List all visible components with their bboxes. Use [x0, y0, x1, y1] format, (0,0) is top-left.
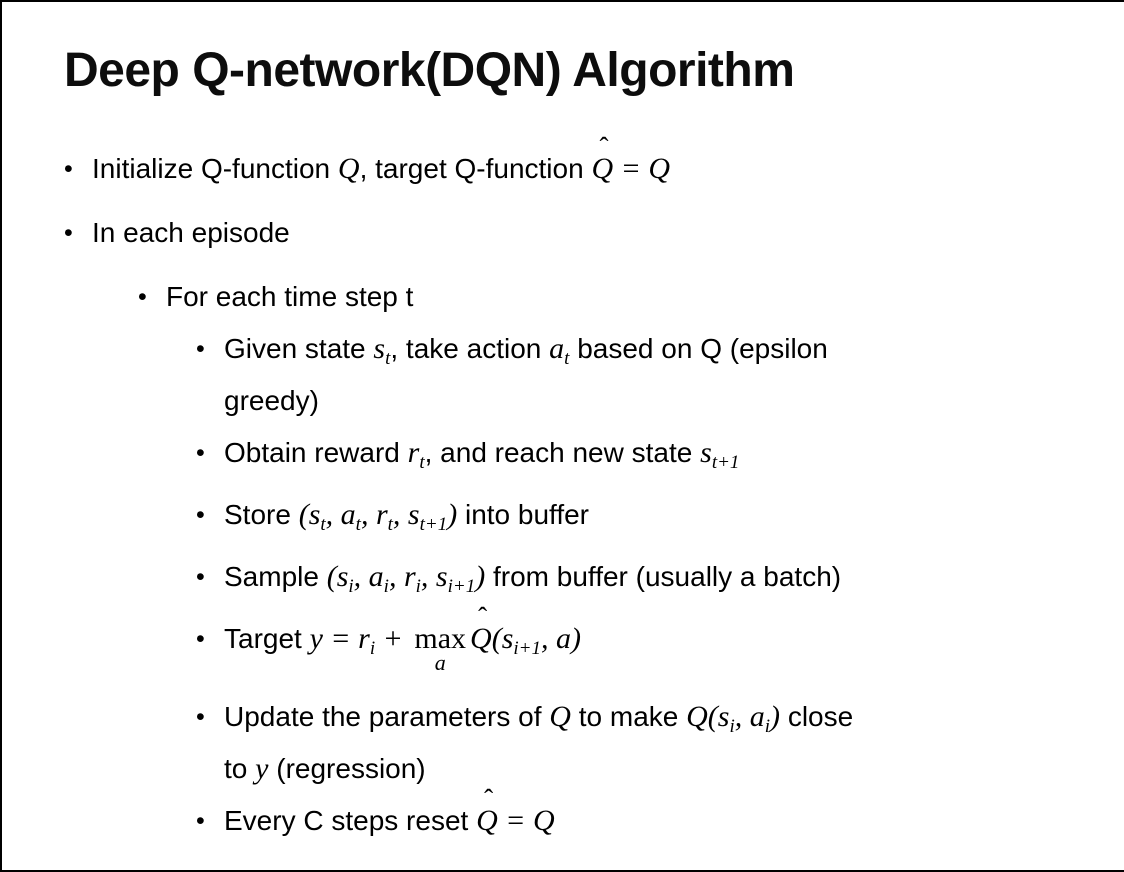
text-segment: , take action: [390, 332, 550, 364]
math-segment: (s: [491, 621, 514, 655]
math-segment: y = r: [309, 621, 370, 655]
math-segment: i: [764, 715, 771, 737]
math-segment: , a): [540, 621, 581, 655]
math-segment: s: [373, 331, 386, 365]
math-segment: t: [385, 347, 391, 369]
text-segment: Update the parameters of: [224, 700, 550, 732]
math-segment: , r: [360, 497, 388, 531]
bullet-text: Sample (si, ai, ri, si+1) from buffer (u…: [224, 556, 841, 608]
bullet-text: In each episode: [92, 212, 290, 254]
bullet-icon: •: [196, 562, 205, 591]
math-segment: Q(s: [686, 699, 730, 733]
text-segment: Target: [224, 622, 310, 654]
bullet-icon: •: [196, 624, 205, 653]
text-segment: to: [224, 752, 256, 784]
text-segment: to make: [570, 700, 687, 732]
math-segment: , r: [388, 559, 416, 593]
text-segment: into buffer: [457, 498, 589, 530]
math-segment: a: [549, 331, 565, 365]
math-segment: , a: [734, 699, 765, 733]
bullet-item: • In each episode: [2, 212, 1124, 254]
text-segment: Obtain reward: [224, 436, 408, 468]
bullet-icon: •: [196, 500, 205, 529]
math-segment: i: [383, 575, 389, 597]
math-segment: i: [369, 637, 376, 659]
math-segment: = Q: [497, 803, 555, 837]
math-segment: ): [475, 559, 486, 593]
bullet-text: Obtain reward rt, and reach new state st…: [224, 432, 739, 484]
slide-title: Deep Q-network(DQN) Algorithm: [64, 44, 795, 97]
bullet-list: •Initialize Q-function Q, target Q-funct…: [2, 131, 1124, 842]
math-segment: i: [348, 575, 354, 597]
text-segment: Store: [224, 498, 299, 530]
math-segment: , a: [325, 497, 356, 531]
math-segment: r: [407, 435, 420, 469]
bullet-item: •Given state st, take action at based on…: [2, 328, 1124, 422]
bullet-item: • Initialize Q-function Q, target Q-funct…: [2, 131, 1124, 190]
text-segment: For each time step t: [166, 280, 414, 312]
text-segment: greedy): [224, 384, 319, 416]
bullet-icon: •: [196, 806, 205, 835]
math-segment: +: [375, 621, 411, 655]
text-segment: (regression): [268, 752, 426, 784]
bullet-text: Given state st, take action at based on …: [224, 328, 828, 422]
text-segment: close: [780, 700, 854, 732]
text-segment: Every C steps reset: [224, 804, 477, 836]
bullet-item: •Store (st, at, rt, st+1) into buffer: [2, 494, 1124, 546]
math-segment: t+1: [419, 513, 448, 535]
text-segment: Sample: [224, 560, 327, 592]
math-segment: ): [447, 497, 458, 531]
math-segment: = Q: [613, 151, 671, 185]
text-segment: Given state: [224, 332, 374, 364]
bullet-text: For each time step t: [166, 276, 413, 318]
bullet-item: •Sample (si, ai, ri, si+1) from buffer (…: [2, 556, 1124, 608]
bullet-text: Update the parameters of Q to make Q(si,…: [224, 696, 853, 790]
math-segment: t+1: [711, 451, 740, 473]
math-segment: , s: [392, 497, 420, 531]
bullet-text: Store (st, at, rt, st+1) into buffer: [224, 494, 589, 546]
math-segment: t: [355, 513, 361, 535]
math-segment: t: [419, 451, 425, 473]
math-segment: s: [700, 435, 712, 469]
bullet-icon: •: [196, 438, 205, 467]
math-segment: ): [770, 699, 781, 733]
text-segment: In each episode: [92, 216, 290, 248]
bullet-item: • Obtain reward rt, and reach new state s…: [2, 432, 1124, 484]
text-segment: Initialize Q-function: [92, 152, 338, 184]
text-segment: based on Q (epsilon: [569, 332, 828, 364]
math-segment: (s: [298, 497, 321, 531]
math-segment: , a: [353, 559, 384, 593]
math-segment: t: [387, 513, 393, 535]
text-segment: , and reach new state: [424, 436, 701, 468]
bullet-icon: •: [196, 334, 205, 363]
math-segment: i: [729, 715, 735, 737]
text-segment: from buffer (usually a batch): [485, 560, 842, 592]
math-segment: (s: [326, 559, 349, 593]
bullet-icon: •: [138, 282, 147, 311]
math-segment: i+1: [447, 575, 476, 597]
bullet-icon: •: [64, 218, 73, 247]
math-segment: i: [415, 575, 421, 597]
math-segment: , s: [420, 559, 448, 593]
math-segment: y: [255, 751, 269, 785]
math-segment: t: [564, 347, 570, 369]
math-segment: Q: [337, 151, 360, 185]
math-segment: Q: [549, 699, 571, 733]
bullet-icon: •: [196, 702, 205, 731]
text-segment: , target Q-function: [359, 152, 592, 184]
math-segment: t: [320, 513, 326, 535]
bullet-item: • For each time step t: [2, 276, 1124, 318]
math-segment: i+1: [513, 637, 541, 659]
bullet-item: •Update the parameters of Q to make Q(si…: [2, 696, 1124, 790]
bullet-icon: •: [64, 154, 73, 183]
bullet-text: Initialize Q-function Q, target Q-functi…: [92, 131, 671, 190]
